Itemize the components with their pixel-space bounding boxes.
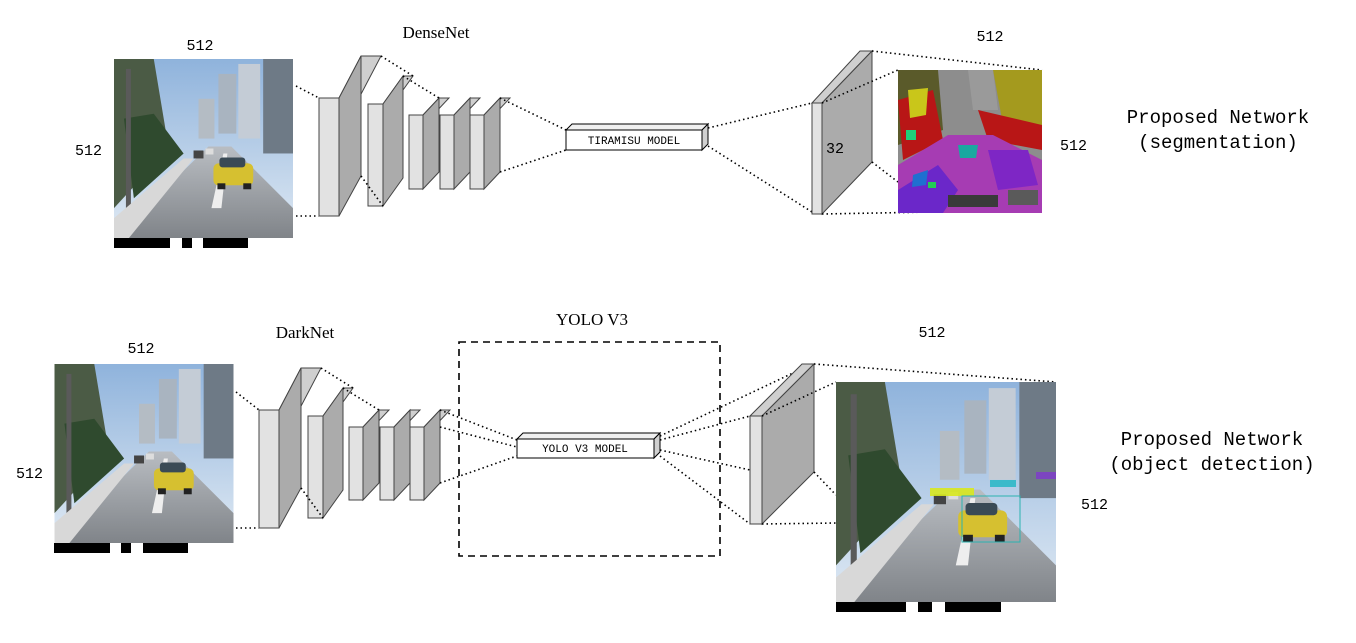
conv-block [307,386,354,520]
bottom-input-image [55,364,234,543]
detection-box [990,480,1016,487]
tiramisu-model-box: TIRAMISU MODEL [564,122,710,152]
bottom-output-redaction-bar [918,602,932,612]
conv-block [408,96,451,191]
bottom-proposed-subtitle: (object detection) [1109,454,1314,476]
detection-box [1036,472,1056,479]
conv-block [469,96,512,191]
conv-block [367,74,414,208]
top-output-feature-block [810,49,874,216]
top-backbone-label: DenseNet [402,23,469,42]
yolo-module-boundary [458,341,721,557]
top-output-height-label: 512 [1060,138,1087,155]
bottom-redaction-bar [54,543,110,553]
top-output-width-label: 512 [976,29,1003,46]
bottom-output-feature-block [748,362,816,526]
yolo-model-label: YOLO V3 MODEL [542,444,628,456]
bottom-input-width-label: 512 [127,341,154,358]
bottom-redaction-bar [143,543,188,553]
top-redaction-bar [114,238,170,248]
bottom-input-height-label: 512 [16,466,43,483]
yolo-module-label: YOLO V3 [556,310,628,329]
conv-block [318,55,382,217]
bottom-output-width-label: 512 [918,325,945,342]
top-input-image [114,59,293,238]
detection-output-image [836,382,1056,602]
darknet-blocks [258,367,452,529]
top-redaction-bar [182,238,192,248]
bottom-proposed-title: Proposed Network [1121,429,1303,451]
detection-box [961,495,1021,543]
top-proposed-subtitle: (segmentation) [1138,132,1298,154]
channel-count-label: 32 [826,141,844,158]
top-input-width-label: 512 [186,38,213,55]
bottom-output-redaction-bar [836,602,906,612]
segmentation-output-image [898,70,1042,213]
top-input-height-label: 512 [75,143,102,160]
conv-block [379,408,422,502]
tiramisu-model-label: TIRAMISU MODEL [588,136,680,148]
bottom-output-redaction-bar [945,602,1001,612]
conv-block [258,367,322,529]
detection-box [930,488,974,496]
bottom-output-height-label: 512 [1081,497,1108,514]
densenet-blocks [318,55,512,217]
conv-block [409,408,452,502]
yolo-model-box: YOLO V3 MODEL [515,431,662,460]
bottom-redaction-bar [121,543,131,553]
top-redaction-bar [203,238,248,248]
top-proposed-title: Proposed Network [1127,107,1309,129]
conv-block [348,408,391,502]
bottom-backbone-label: DarkNet [276,323,335,342]
